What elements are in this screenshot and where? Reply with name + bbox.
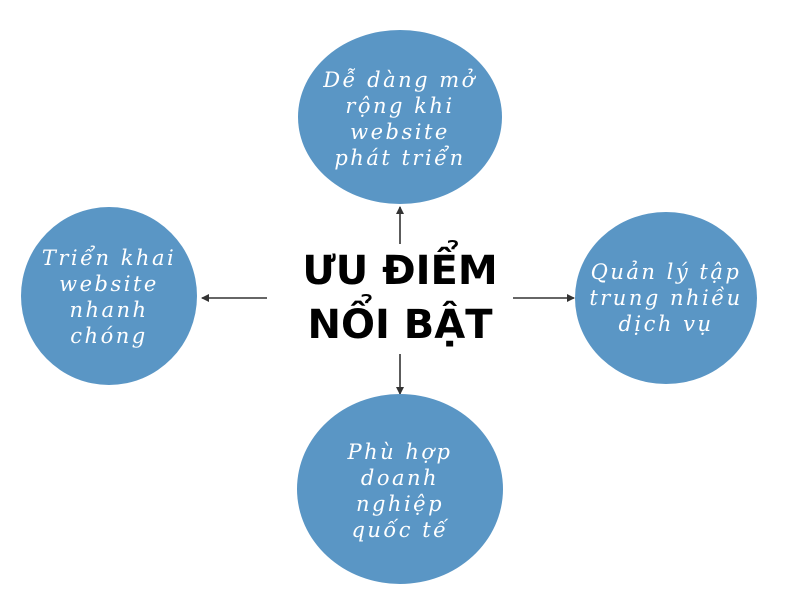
- center-title: ƯU ĐIỂM NỔI BẬT: [302, 248, 498, 348]
- node-top-label: Dễ dàng mở rộng khi website phát triển: [323, 68, 477, 170]
- node-right-circle: Quản lý tập trung nhiều dịch vụ: [575, 212, 757, 384]
- node-right-label: Quản lý tập trung nhiều dịch vụ: [589, 260, 743, 336]
- node-bottom-circle: Phù hợp doanh nghiệp quốc tế: [297, 394, 503, 584]
- node-left-label: Triển khai website nhanh chóng: [41, 246, 177, 348]
- node-top-circle: Dễ dàng mở rộng khi website phát triển: [298, 30, 502, 204]
- node-left-circle: Triển khai website nhanh chóng: [21, 207, 197, 385]
- node-bottom-label: Phù hợp doanh nghiệp quốc tế: [347, 440, 453, 542]
